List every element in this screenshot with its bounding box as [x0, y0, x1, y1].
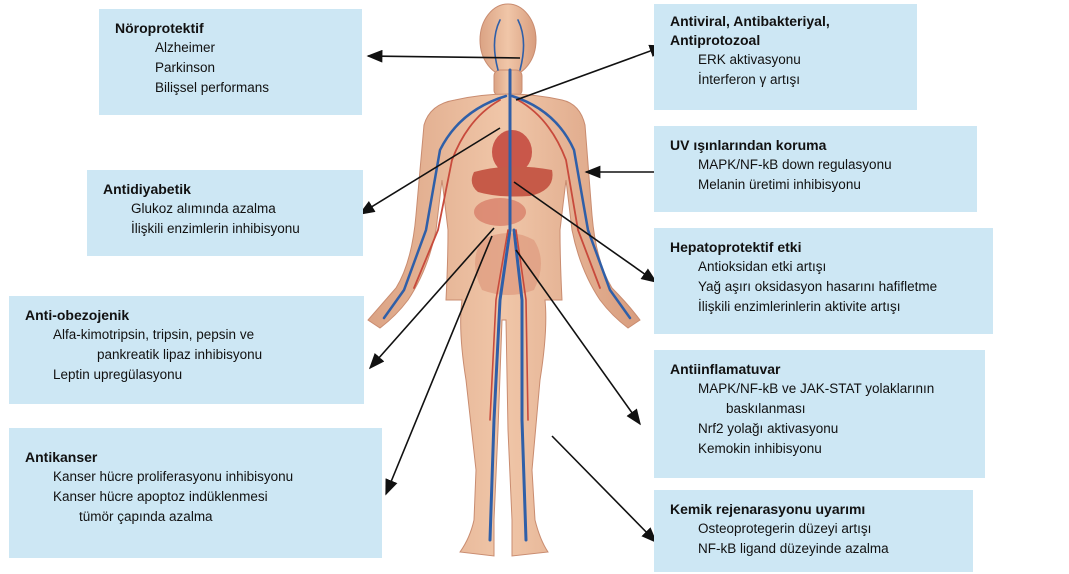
arrow-antiviral: [516, 46, 664, 100]
box-line: Alfa-kimotripsin, tripsin, pepsin ve: [21, 325, 352, 345]
box-line: Nrf2 yolağı aktivasyonu: [666, 419, 973, 439]
box-line: baskılanması: [666, 399, 973, 419]
box-noroprotektif: Nöroprotektif Alzheimer Parkinson Bilişs…: [99, 9, 362, 115]
box-title: UV ışınlarından koruma: [670, 136, 965, 155]
box-line: Kanser hücre apoptoz indüklenmesi: [21, 487, 370, 507]
box-antikanser: Antikanser Kanser hücre proliferasyonu i…: [9, 428, 382, 558]
box-line: Kemokin inhibisyonu: [666, 439, 973, 459]
box-title: Antidiyabetik: [103, 180, 351, 199]
box-title: Hepatoprotektif etki: [670, 238, 981, 257]
box-title: Nöroprotektif: [115, 19, 350, 38]
box-line: İlişkili enzimlerin inhibisyonu: [99, 219, 351, 239]
box-line: İlişkili enzimlerinlerin aktivite artışı: [666, 297, 981, 317]
box-line: Melanin üretimi inhibisyonu: [666, 175, 965, 195]
box-line: Bilişsel performans: [111, 78, 350, 98]
box-title-line1: Antiviral, Antibakteriyal,: [670, 12, 905, 31]
box-kemik-rejenarasyonu: Kemik rejenarasyonu uyarımı Osteoprotege…: [654, 490, 973, 572]
box-line: Glukoz alımında azalma: [99, 199, 351, 219]
box-line: pankreatik lipaz inhibisyonu: [21, 345, 352, 365]
box-line: Kanser hücre proliferasyonu inhibisyonu: [21, 467, 370, 487]
box-line: ERK aktivasyonu: [666, 50, 905, 70]
box-title: Anti-obezojenik: [25, 306, 352, 325]
arrow-kemik: [552, 436, 656, 542]
box-uv-koruma: UV ışınlarından koruma MAPK/NF-kB down r…: [654, 126, 977, 212]
box-line: Yağ aşırı oksidasyon hasarını hafifletme: [666, 277, 981, 297]
box-line: Antioksidan etki artışı: [666, 257, 981, 277]
box-line: Osteoprotegerin düzeyi artışı: [666, 519, 961, 539]
box-antiviral: Antiviral, Antibakteriyal, Antiprotozoal…: [654, 4, 917, 110]
box-line: Alzheimer: [111, 38, 350, 58]
box-line: NF-kB ligand düzeyinde azalma: [666, 539, 961, 559]
box-antiinflamatuvar: Antiinflamatuvar MAPK/NF-kB ve JAK-STAT …: [654, 350, 985, 478]
box-line: Leptin upregülasyonu: [21, 365, 352, 385]
box-title: Antikanser: [25, 448, 370, 467]
box-line: İnterferon γ artışı: [666, 70, 905, 90]
box-title: Antiinflamatuvar: [670, 360, 973, 379]
box-anti-obezojenik: Anti-obezojenik Alfa-kimotripsin, tripsi…: [9, 296, 364, 404]
box-line: MAPK/NF-kB ve JAK-STAT yolaklarının: [666, 379, 973, 399]
box-hepatoprotektif: Hepatoprotektif etki Antioksidan etki ar…: [654, 228, 993, 334]
box-line: tümör çapında azalma: [21, 507, 370, 527]
box-title: Kemik rejenarasyonu uyarımı: [670, 500, 961, 519]
box-antidiyabetik: Antidiyabetik Glukoz alımında azalma İli…: [87, 170, 363, 256]
box-line: Parkinson: [111, 58, 350, 78]
box-title-line2: Antiprotozoal: [670, 31, 905, 50]
box-line: MAPK/NF-kB down regulasyonu: [666, 155, 965, 175]
